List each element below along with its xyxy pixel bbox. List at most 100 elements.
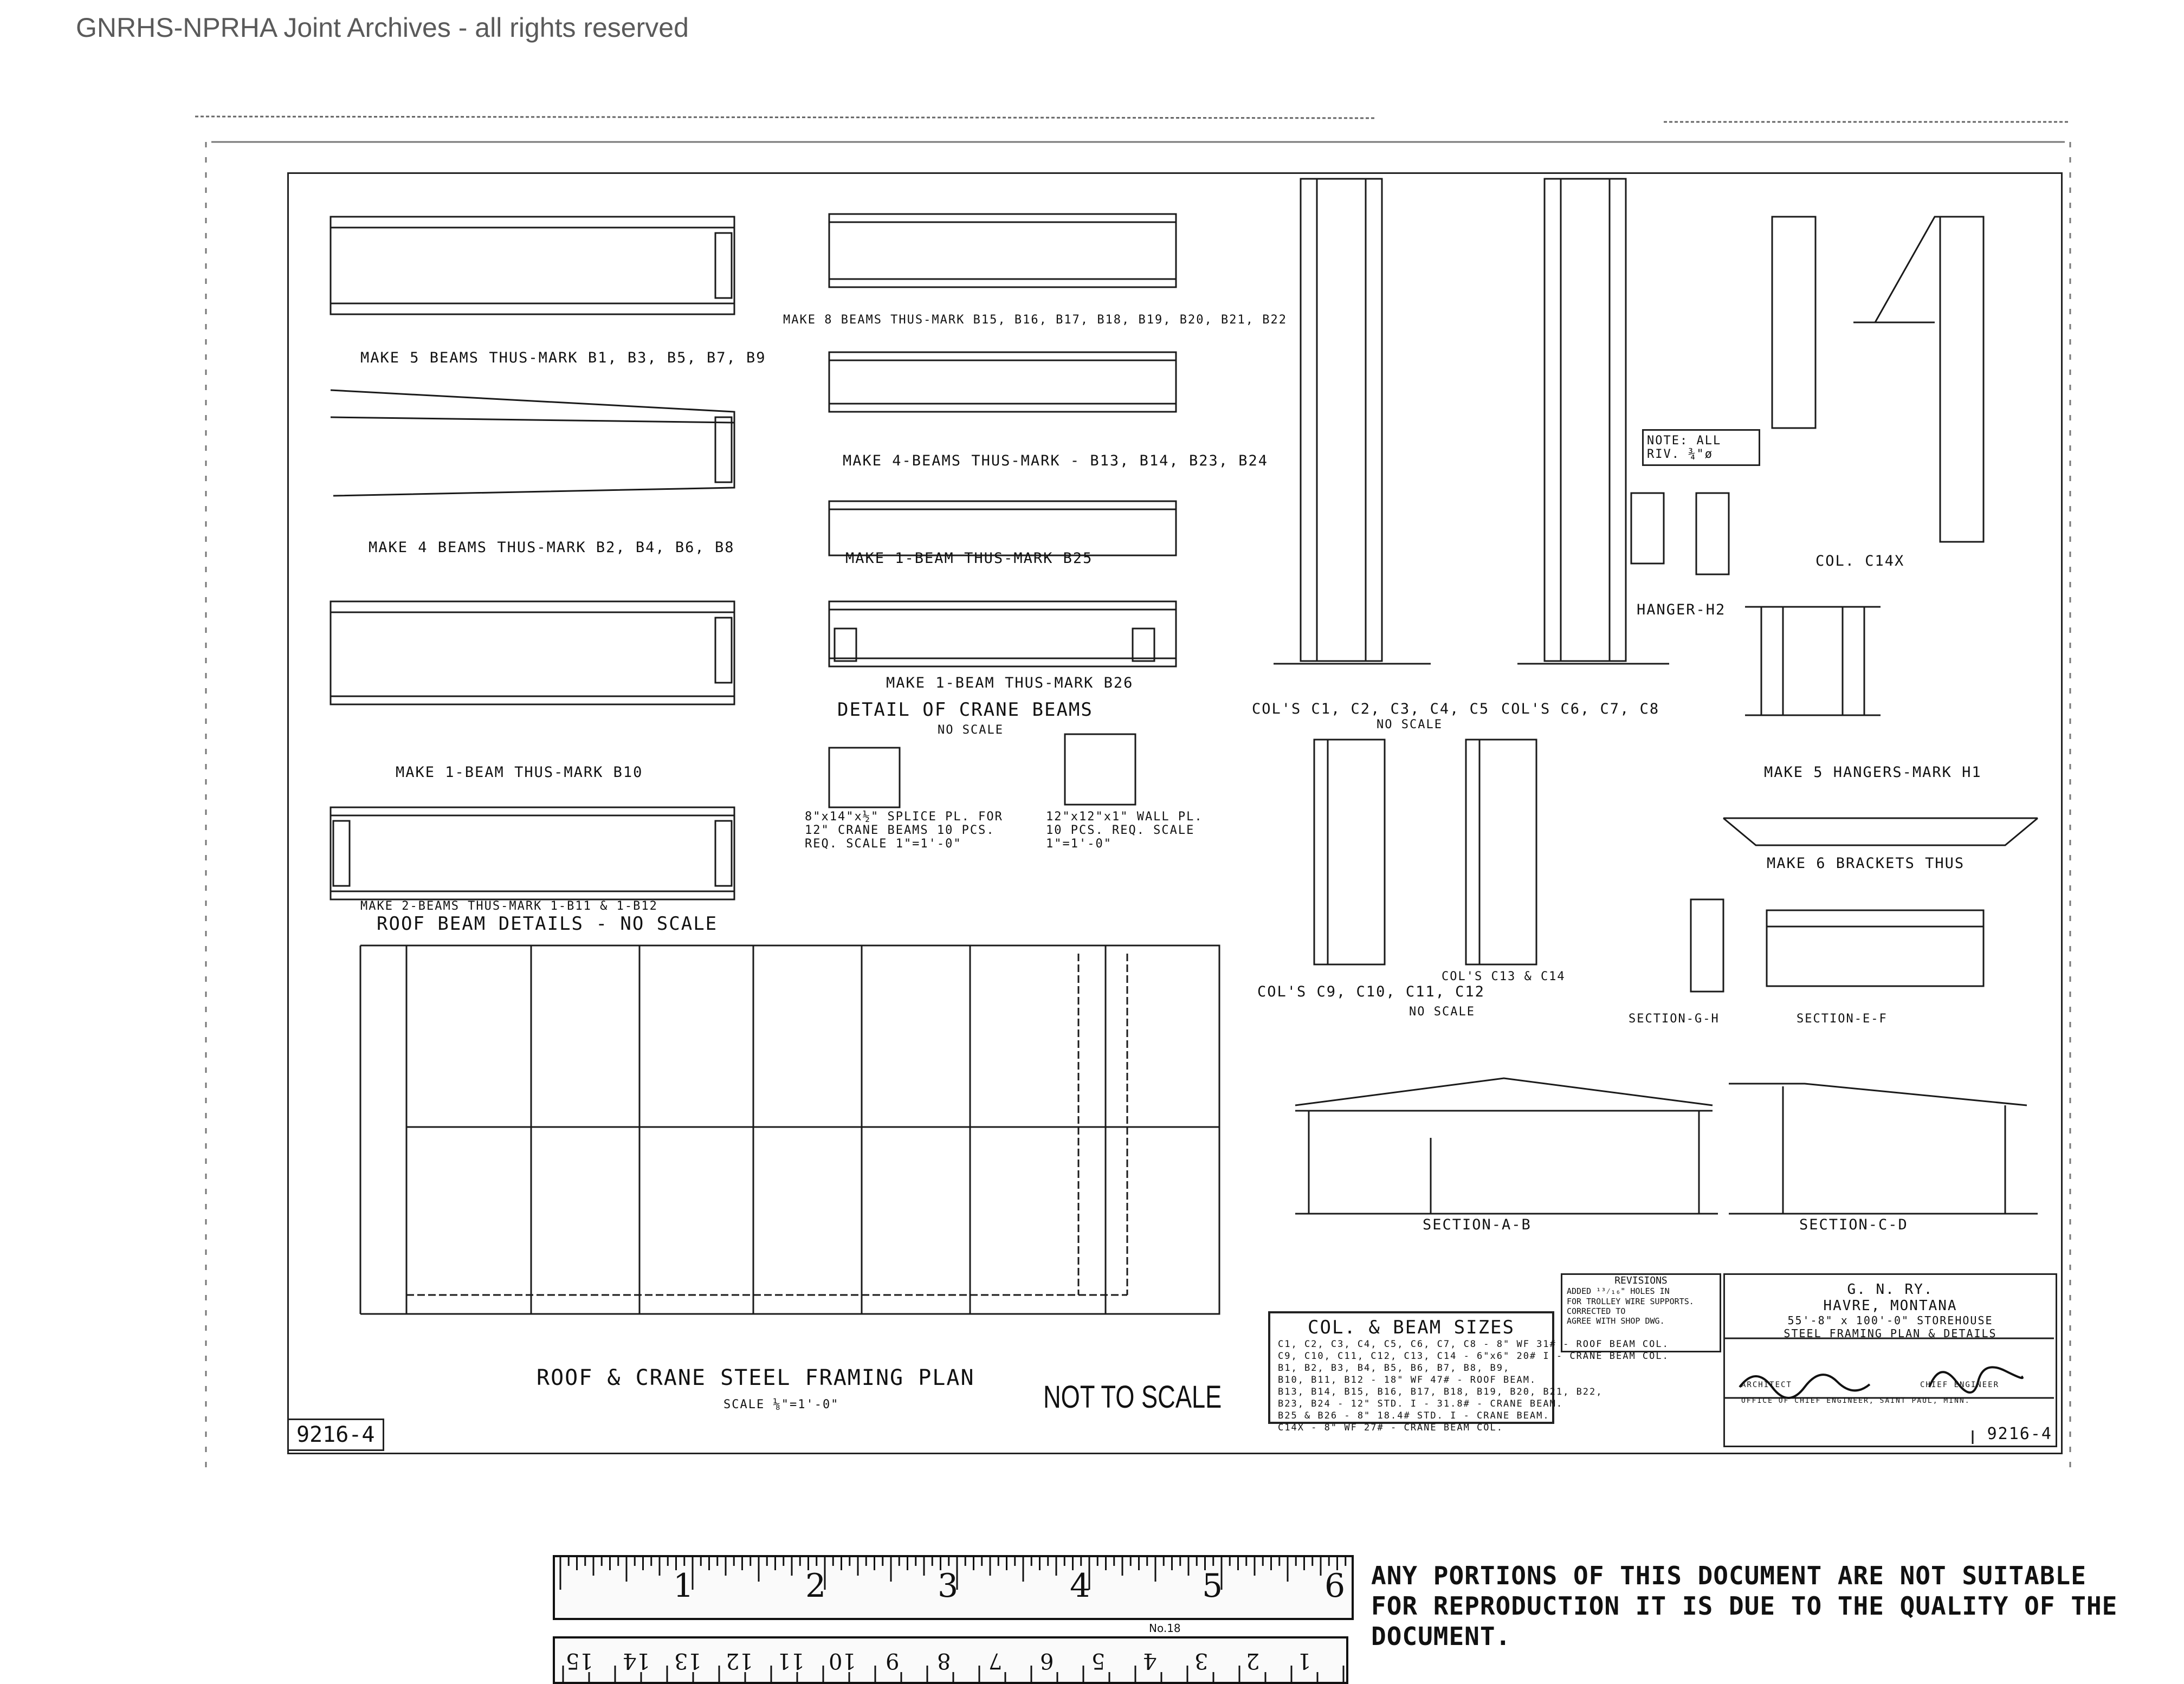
not-to-scale-stamp: NOT TO SCALE bbox=[1043, 1379, 1222, 1415]
revision-line: AGREE WITH SHOP DWG. bbox=[1567, 1316, 1665, 1326]
crane-detail-no-scale: NO SCALE bbox=[938, 723, 1004, 737]
cm-number: 3 bbox=[1194, 1648, 1209, 1673]
legend-line: C14X - 8" WF 27# - CRANE BEAM COL. bbox=[1278, 1422, 1503, 1433]
cols-c9-c14-no-scale: NO SCALE bbox=[1409, 1005, 1475, 1019]
hanger-h2-label: HANGER-H2 bbox=[1637, 601, 1726, 618]
revisions-box: REVISIONS ADDED ¹³⁄₁₆" HOLES IN FOR TROL… bbox=[1561, 1273, 1721, 1352]
columns-c9-c14 bbox=[1313, 739, 1537, 966]
section-ef-figure bbox=[1766, 909, 1985, 987]
splice-plate bbox=[828, 747, 901, 808]
crane-beam-note-3: MAKE 1-BEAM THUS-MARK B25 bbox=[845, 550, 1093, 567]
title-building: 55'-8" x 100'-0" STOREHOUSE bbox=[1787, 1314, 1993, 1327]
hangers-h1-label: MAKE 5 HANGERS-MARK H1 bbox=[1764, 764, 1982, 781]
ruler-maker-mark: No.18 bbox=[1149, 1622, 1181, 1635]
section-gh-label: SECTION-G-H bbox=[1629, 1012, 1720, 1026]
crane-beams bbox=[828, 213, 1177, 668]
architect-signature bbox=[1739, 1374, 1871, 1399]
title-block: G. N. RY. HAVRE, MONTANA 55'-8" x 100'-0… bbox=[1723, 1273, 2057, 1447]
legend-line: B1, B2, B3, B4, B5, B6, B7, B8, B9, bbox=[1278, 1363, 1510, 1374]
crane-beam-note-1: MAKE 8 BEAMS THUS-MARK B15, B16, B17, B1… bbox=[783, 313, 1287, 327]
roof-beam-1 bbox=[329, 216, 735, 315]
revision-line: ADDED ¹³⁄₁₆" HOLES IN bbox=[1567, 1286, 1670, 1296]
inch-number: 5 bbox=[1202, 1567, 1223, 1605]
inch-number: 4 bbox=[1070, 1567, 1091, 1605]
crane-beam-note-2: MAKE 4-BEAMS THUS-MARK - B13, B14, B23, … bbox=[843, 452, 1268, 469]
section-gh-figure bbox=[1690, 898, 1724, 993]
cm-number: 5 bbox=[1091, 1648, 1106, 1673]
framing-plan-scale: SCALE ⅛"=1'-0" bbox=[723, 1398, 839, 1411]
legend-title: COL. & BEAM SIZES bbox=[1308, 1317, 1515, 1338]
cm-number: 7 bbox=[988, 1648, 1003, 1673]
cm-number: 2 bbox=[1246, 1648, 1260, 1673]
sheet-number-left: 9216-4 bbox=[287, 1419, 384, 1451]
legend-line: B13, B14, B15, B16, B17, B18, B19, B20, … bbox=[1278, 1387, 1603, 1397]
roof-beam-note-4: MAKE 2-BEAMS THUS-MARK 1-B11 & 1-B12 bbox=[360, 899, 658, 913]
cols-c1-c5-no-scale: NO SCALE bbox=[1377, 718, 1443, 731]
roof-beam-details-title: ROOF BEAM DETAILS - NO SCALE bbox=[377, 913, 718, 935]
cols-c9-c12-label: COL'S C9, C10, C11, C12 bbox=[1257, 983, 1485, 1000]
cm-number: 9 bbox=[886, 1648, 900, 1673]
legend-line: B10, B11, B12 - 18" WF 47# - ROOF BEAM. bbox=[1278, 1375, 1537, 1385]
cm-number: 14 bbox=[623, 1648, 650, 1673]
inch-number: 6 bbox=[1324, 1567, 1346, 1605]
inch-ruler: 1 2 3 4 5 6 bbox=[553, 1555, 1354, 1620]
roof-beam-note-3: MAKE 1-BEAM THUS-MARK B10 bbox=[396, 764, 643, 781]
drawing-sheet bbox=[287, 172, 2063, 1454]
cm-number: 6 bbox=[1040, 1648, 1054, 1673]
revision-line: FOR TROLLEY WIRE SUPPORTS. bbox=[1567, 1297, 1694, 1306]
framing-plan-title: ROOF & CRANE STEEL FRAMING PLAN bbox=[537, 1365, 975, 1390]
revisions-title: REVISIONS bbox=[1614, 1275, 1668, 1286]
revision-line: CORRECTED TO bbox=[1567, 1306, 1626, 1316]
roof-beam-4 bbox=[329, 806, 735, 901]
inch-number: 2 bbox=[805, 1567, 826, 1605]
section-ef-label: SECTION-E-F bbox=[1797, 1012, 1888, 1026]
title-sheet-number: 9216-4 bbox=[1987, 1424, 2052, 1443]
section-cd-figure bbox=[1729, 1083, 2038, 1215]
col-c14x-label: COL. C14X bbox=[1815, 553, 1905, 569]
crane-beam-note-4: MAKE 1-BEAM THUS-MARK B26 bbox=[886, 675, 1134, 691]
brackets-label: MAKE 6 BRACKETS THUS bbox=[1767, 855, 1965, 872]
cm-number: 8 bbox=[937, 1648, 951, 1673]
crane-detail-title: DETAIL OF CRANE BEAMS bbox=[837, 699, 1093, 721]
office-label: OFFICE OF CHIEF ENGINEER, SAINT PAUL, MI… bbox=[1741, 1397, 1970, 1405]
wall-plate bbox=[1064, 733, 1136, 806]
cm-number: 1 bbox=[1297, 1648, 1311, 1673]
roof-beam-2 bbox=[330, 389, 735, 497]
section-ab-figure bbox=[1295, 1077, 1718, 1215]
roof-beam-3 bbox=[329, 600, 735, 705]
inch-number: 1 bbox=[673, 1567, 694, 1605]
splice-plate-note: 8"x14"x½" SPLICE PL. FOR 12" CRANE BEAMS… bbox=[805, 810, 1003, 851]
inch-number: 3 bbox=[938, 1567, 959, 1605]
cm-number: 12 bbox=[726, 1648, 753, 1673]
wall-plate-note: 12"x12"x1" WALL PL. 10 PCS. REQ. SCALE 1… bbox=[1046, 810, 1203, 851]
reproduction-quality-notice: ANY PORTIONS OF THIS DOCUMENT ARE NOT SU… bbox=[1371, 1561, 2118, 1651]
roof-beam-note-1: MAKE 5 BEAMS THUS-MARK B1, B3, B5, B7, B… bbox=[360, 349, 766, 366]
framing-plan bbox=[359, 944, 1220, 1315]
cm-number: 13 bbox=[674, 1648, 702, 1673]
title-sheet-title: STEEL FRAMING PLAN & DETAILS bbox=[1784, 1327, 1997, 1340]
cm-number: 10 bbox=[829, 1648, 856, 1673]
legend-line: B23, B24 - 12" STD. I - 31.8# - CRANE BE… bbox=[1278, 1398, 1563, 1409]
cols-c6-c8-label: COL'S C6, C7, C8 bbox=[1501, 701, 1660, 717]
cm-number: 11 bbox=[777, 1648, 805, 1673]
cols-c13-c14-label: COL'S C13 & C14 bbox=[1442, 970, 1566, 983]
inch-ruler-ticks bbox=[559, 1557, 1347, 1590]
legend-line: B25 & B26 - 8" 18.4# STD. I - CRANE BEAM… bbox=[1278, 1410, 1550, 1421]
rivet-note-box: NOTE: ALL RIV. ¾"ø bbox=[1642, 429, 1760, 466]
section-cd-label: SECTION-C-D bbox=[1799, 1216, 1908, 1233]
roof-beam-note-2: MAKE 4 BEAMS THUS-MARK B2, B4, B6, B8 bbox=[369, 539, 735, 556]
engineer-signature bbox=[1928, 1366, 2024, 1394]
architect-label: ARCHITECT bbox=[1741, 1381, 1792, 1389]
archive-watermark: GNRHS-NPRHA Joint Archives - all rights … bbox=[76, 12, 689, 43]
cm-ruler: 1 2 3 4 5 6 7 8 9 10 11 12 13 14 15 bbox=[553, 1636, 1348, 1684]
title-company: G. N. RY. bbox=[1847, 1281, 1934, 1298]
section-ab-label: SECTION-A-B bbox=[1423, 1216, 1532, 1233]
column-c14x bbox=[1771, 216, 1985, 543]
hanger-details bbox=[1630, 492, 2038, 846]
cm-number: 4 bbox=[1143, 1648, 1157, 1673]
columns-c1-c8 bbox=[1274, 178, 1669, 665]
cols-c1-c5-label: COL'S C1, C2, C3, C4, C5 bbox=[1252, 701, 1490, 717]
